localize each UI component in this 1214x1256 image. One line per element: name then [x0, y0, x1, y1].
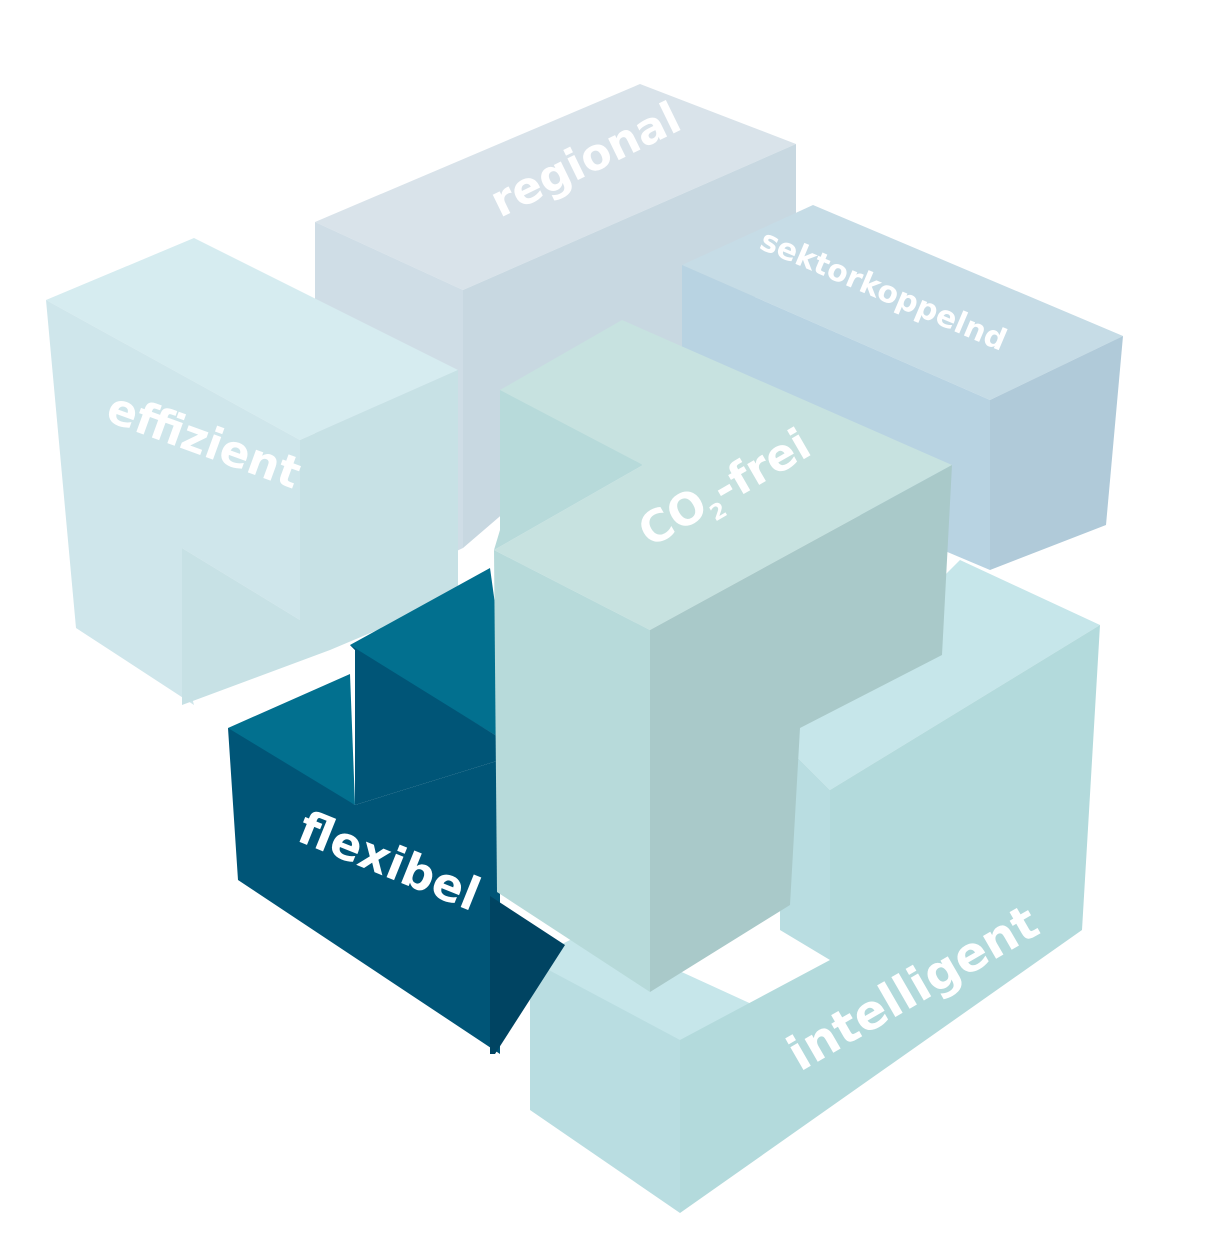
block-effizient-top — [46, 238, 458, 440]
block-flexibel-riser — [350, 645, 500, 805]
block-regional-top — [315, 84, 796, 290]
block-effizient-front — [46, 300, 300, 705]
block-co2frei: CO2-frei — [494, 320, 952, 992]
block-sektorkoppelnd-side — [990, 336, 1123, 570]
block-effizient-side — [182, 370, 458, 705]
block-sektorkoppelnd-top — [682, 205, 1123, 400]
block-flexibel-top-upper — [350, 568, 500, 738]
block-intelligent-front — [530, 960, 680, 1213]
block-flexibel: flexibel — [228, 568, 565, 1054]
block-co2frei-side — [650, 465, 952, 992]
block-co2frei-inner — [494, 390, 643, 550]
block-intelligent-top-b — [780, 560, 1100, 790]
block-intelligent-side — [680, 625, 1100, 1213]
block-effizient: effizient — [46, 238, 458, 705]
block-co2frei-front — [494, 550, 650, 992]
block-co2frei-top — [494, 320, 952, 630]
block-flexibel-side — [490, 896, 565, 1054]
block-flexibel-top-lower — [228, 674, 355, 805]
block-flexibel-front — [228, 728, 500, 1054]
